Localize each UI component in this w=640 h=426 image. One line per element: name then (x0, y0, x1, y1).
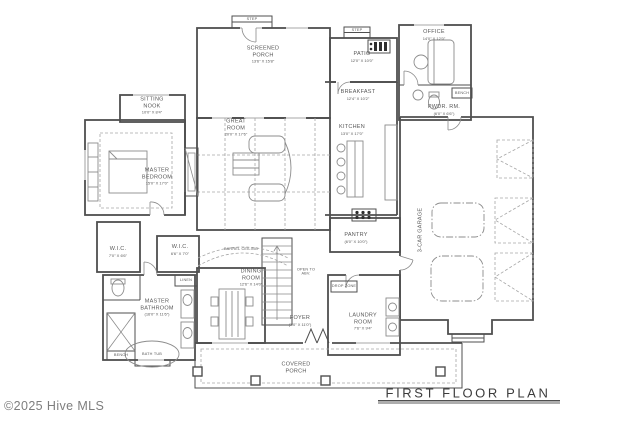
annotation-bench-mudroom: BENCH (454, 90, 470, 95)
title-underline (378, 400, 560, 404)
fireplace (184, 147, 199, 197)
room-label-garage: 3-CAR GARAGE (417, 207, 424, 253)
annotation-step-porch: STEP (246, 16, 258, 21)
room-label-foyer: FOYER(7'0" X 11'0") (288, 314, 312, 327)
cars (430, 202, 485, 302)
plan-title: FIRST FLOOR PLAN (385, 385, 551, 401)
room-label-wic-1: W.I.C.7'0" X 6'6" (108, 245, 128, 258)
annotation-bench-shower: BENCH (113, 352, 129, 357)
annotation-linen: LINEN (179, 277, 193, 282)
annotation-barrel-ceiling: BARREL CEILING (223, 246, 259, 251)
furniture (87, 39, 473, 368)
room-label-powder-room: PWDR. RM.(6'0" X 6'6") (427, 103, 461, 116)
room-label-wic-2: W.I.C.6'6" X 7'0" (170, 243, 190, 256)
ceiling-lines (99, 118, 457, 384)
room-label-master-bathroom: MASTER BATHROOM(16'0" X 11'6") (140, 298, 174, 317)
room-label-pantry: PANTRY(6'0" X 10'0") (344, 231, 368, 244)
annotation-bath-tub: BATH TUB (141, 351, 163, 356)
room-label-covered-porch: COVERED PORCH (281, 361, 311, 374)
stairs (262, 245, 292, 320)
garage-doors (494, 139, 534, 302)
annotation-open-to-above: OPEN TO ABV. (296, 267, 316, 276)
watermark: ©2025 Hive MLS (4, 399, 105, 413)
covered-porch-structure (192, 343, 463, 389)
annotation-step-patio: STEP (351, 27, 363, 32)
annotation-drop-zone: DROP ZONE (331, 283, 357, 288)
doors (143, 26, 462, 344)
